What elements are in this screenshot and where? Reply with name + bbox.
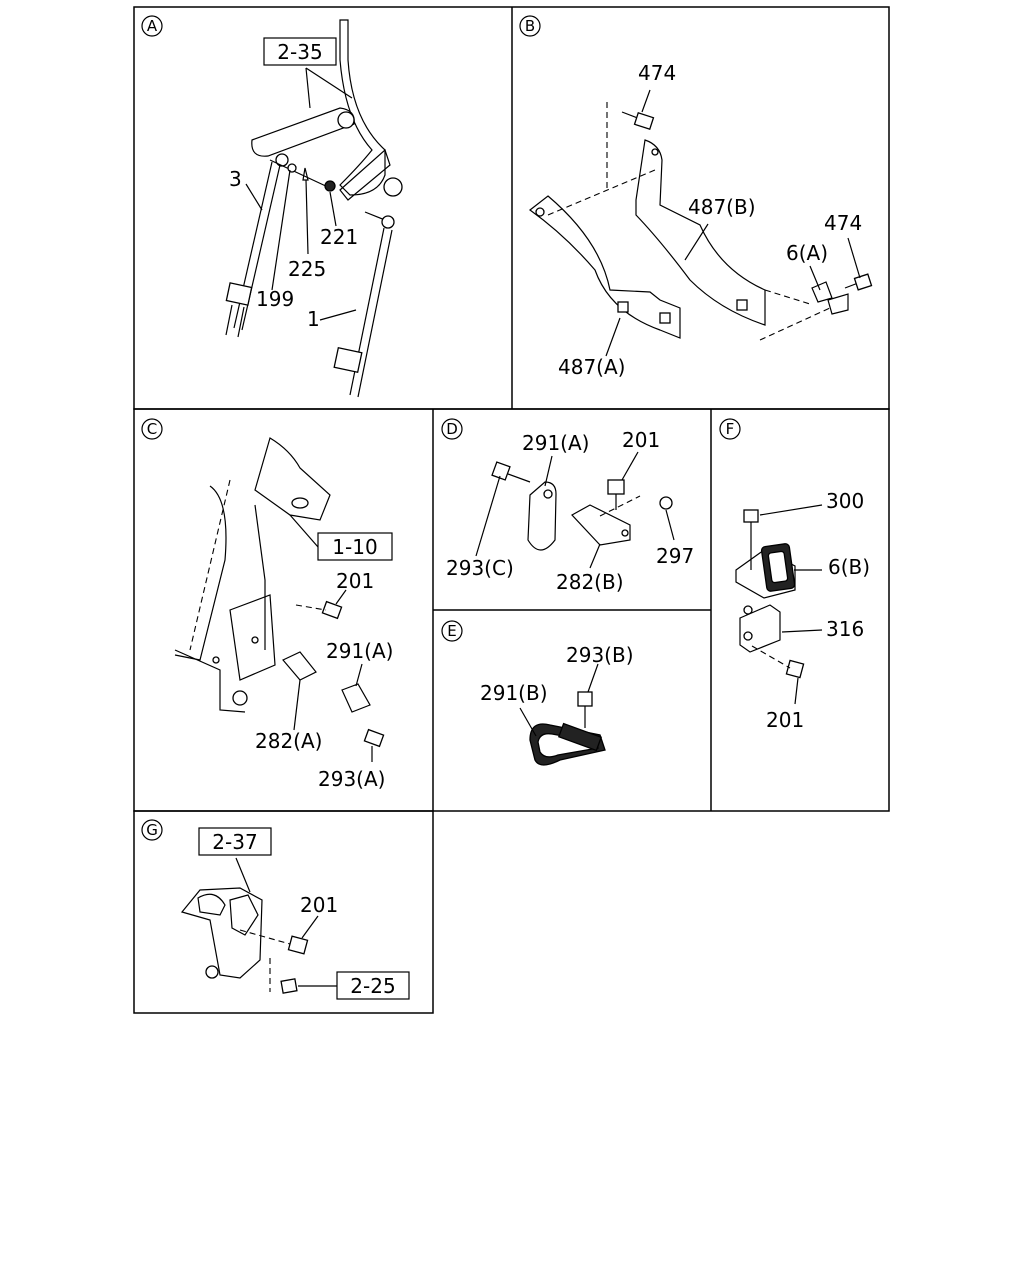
panel-b-marker: B xyxy=(519,15,541,37)
panel-b: B 474 487(B) xyxy=(519,15,873,379)
panel-a: A 2-35 xyxy=(141,15,403,398)
part-label-6a: 6(A) xyxy=(786,241,828,265)
panel-b-leaders xyxy=(547,89,861,357)
mount-assembly-drawing xyxy=(735,509,805,679)
bracket-drawing xyxy=(528,111,873,339)
panel-f-letter: F xyxy=(726,420,735,438)
part-label-291a-d: 291(A) xyxy=(522,431,589,455)
panel-e-marker: E xyxy=(441,620,463,642)
panel-e-letter: E xyxy=(447,622,456,640)
column-bracket-drawing xyxy=(174,437,385,748)
panel-c-letter: C xyxy=(147,420,157,438)
panel-g-letter: G xyxy=(146,821,158,839)
panel-f-leaders xyxy=(759,504,823,705)
shift-lever-assembly-drawing xyxy=(225,19,403,398)
part-label-291b: 291(B) xyxy=(480,681,548,705)
panel-c: C 1-10 2 xyxy=(141,418,393,791)
part-label-225: 225 xyxy=(288,257,326,281)
panel-c-marker: C xyxy=(141,418,163,440)
panel-frames xyxy=(133,6,890,1014)
panel-d-letter: D xyxy=(446,420,458,438)
panel-d: D 291(A) 201 293(C) 297 282(B) xyxy=(441,418,694,594)
panel-a-ref-label: 2-35 xyxy=(277,40,322,64)
panel-c-leaders xyxy=(289,514,373,762)
panel-e-leaders xyxy=(519,663,599,737)
panel-d-marker: D xyxy=(441,418,463,440)
panel-g-leaders xyxy=(235,857,337,987)
part-label-201-c: 201 xyxy=(336,569,374,593)
panel-g-ref-label-2-25: 2-25 xyxy=(350,974,395,998)
part-label-201-g: 201 xyxy=(300,893,338,917)
panel-b-letter: B xyxy=(525,17,535,35)
part-label-282b: 282(B) xyxy=(556,570,624,594)
panel-e: E 293(B) 291(B) xyxy=(441,620,634,766)
part-label-201-f: 201 xyxy=(766,708,804,732)
part-label-291a-c: 291(A) xyxy=(326,639,393,663)
panel-g-marker: G xyxy=(141,819,163,841)
part-label-474-top: 474 xyxy=(638,61,676,85)
panel-g-bracket-drawing xyxy=(180,887,309,994)
panel-g-ref-box-2-37[interactable]: 2-37 xyxy=(198,827,272,856)
part-label-316: 316 xyxy=(826,617,864,641)
part-label-297: 297 xyxy=(656,544,694,568)
panel-f: F 300 6(B) 316 201 xyxy=(719,418,870,732)
panel-c-ref-label: 1-10 xyxy=(332,535,377,559)
part-label-201-d: 201 xyxy=(622,428,660,452)
panel-a-letter: A xyxy=(147,17,158,35)
part-label-3: 3 xyxy=(229,167,242,191)
part-label-199: 199 xyxy=(256,287,294,311)
part-label-6b: 6(B) xyxy=(828,555,870,579)
panel-a-ref-box[interactable]: 2-35 xyxy=(263,37,337,66)
part-label-1: 1 xyxy=(307,307,320,331)
part-label-221: 221 xyxy=(320,225,358,249)
clip-and-bracket-drawing xyxy=(491,461,673,551)
part-label-293b: 293(B) xyxy=(566,643,634,667)
part-label-487a: 487(A) xyxy=(558,355,625,379)
panel-g: G 2-37 2-25 201 xyxy=(141,819,410,1000)
part-label-300: 300 xyxy=(826,489,864,513)
part-label-293c: 293(C) xyxy=(446,556,514,580)
part-label-293a: 293(A) xyxy=(318,767,385,791)
rubber-clamp-drawing xyxy=(529,691,606,766)
part-label-487b: 487(B) xyxy=(688,195,756,219)
panel-d-leaders xyxy=(475,451,675,569)
panel-g-ref-box-2-25[interactable]: 2-25 xyxy=(336,971,410,1000)
part-label-474-right: 474 xyxy=(824,211,862,235)
panel-f-marker: F xyxy=(719,418,741,440)
panel-a-leaders xyxy=(245,67,357,321)
panel-g-ref-label-2-37: 2-37 xyxy=(212,830,257,854)
part-label-282a: 282(A) xyxy=(255,729,322,753)
panel-a-marker: A xyxy=(141,15,163,37)
panel-c-ref-box[interactable]: 1-10 xyxy=(317,532,393,561)
